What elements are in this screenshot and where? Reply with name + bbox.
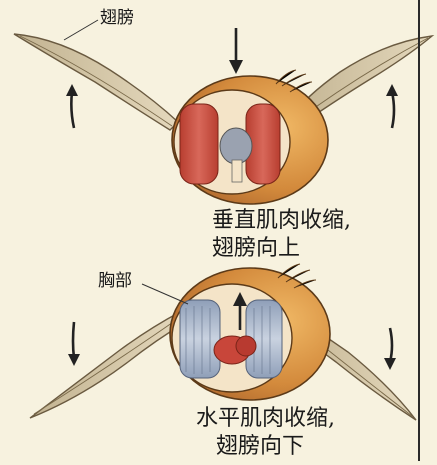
arrow-down-icon xyxy=(384,328,396,370)
top-center-stalk xyxy=(232,160,242,182)
top-caption-line1: 垂直肌肉收缩, xyxy=(212,208,351,234)
arrow-down-icon xyxy=(68,322,80,366)
top-insect xyxy=(14,20,432,204)
arrow-up-icon xyxy=(66,84,78,128)
bottom-insect xyxy=(30,264,416,420)
page-divider-line xyxy=(418,0,420,461)
top-center-muscle xyxy=(220,128,252,164)
bottom-caption-line2: 翅膀向下 xyxy=(216,434,304,460)
wing-label: 翅膀 xyxy=(100,8,134,28)
top-vertical-muscle-left xyxy=(180,104,218,184)
top-caption-line2: 翅膀向上 xyxy=(212,236,300,262)
top-left-wing xyxy=(14,34,178,130)
wing-leader-line xyxy=(64,20,98,40)
thorax-leader-line xyxy=(142,284,188,304)
bottom-center-muscle-lobe xyxy=(236,336,256,356)
arrow-up-icon xyxy=(386,84,398,128)
bottom-caption-line1: 水平肌肉收缩, xyxy=(196,406,335,432)
arrow-down-icon xyxy=(229,28,243,74)
thorax-label: 胸部 xyxy=(98,271,132,291)
